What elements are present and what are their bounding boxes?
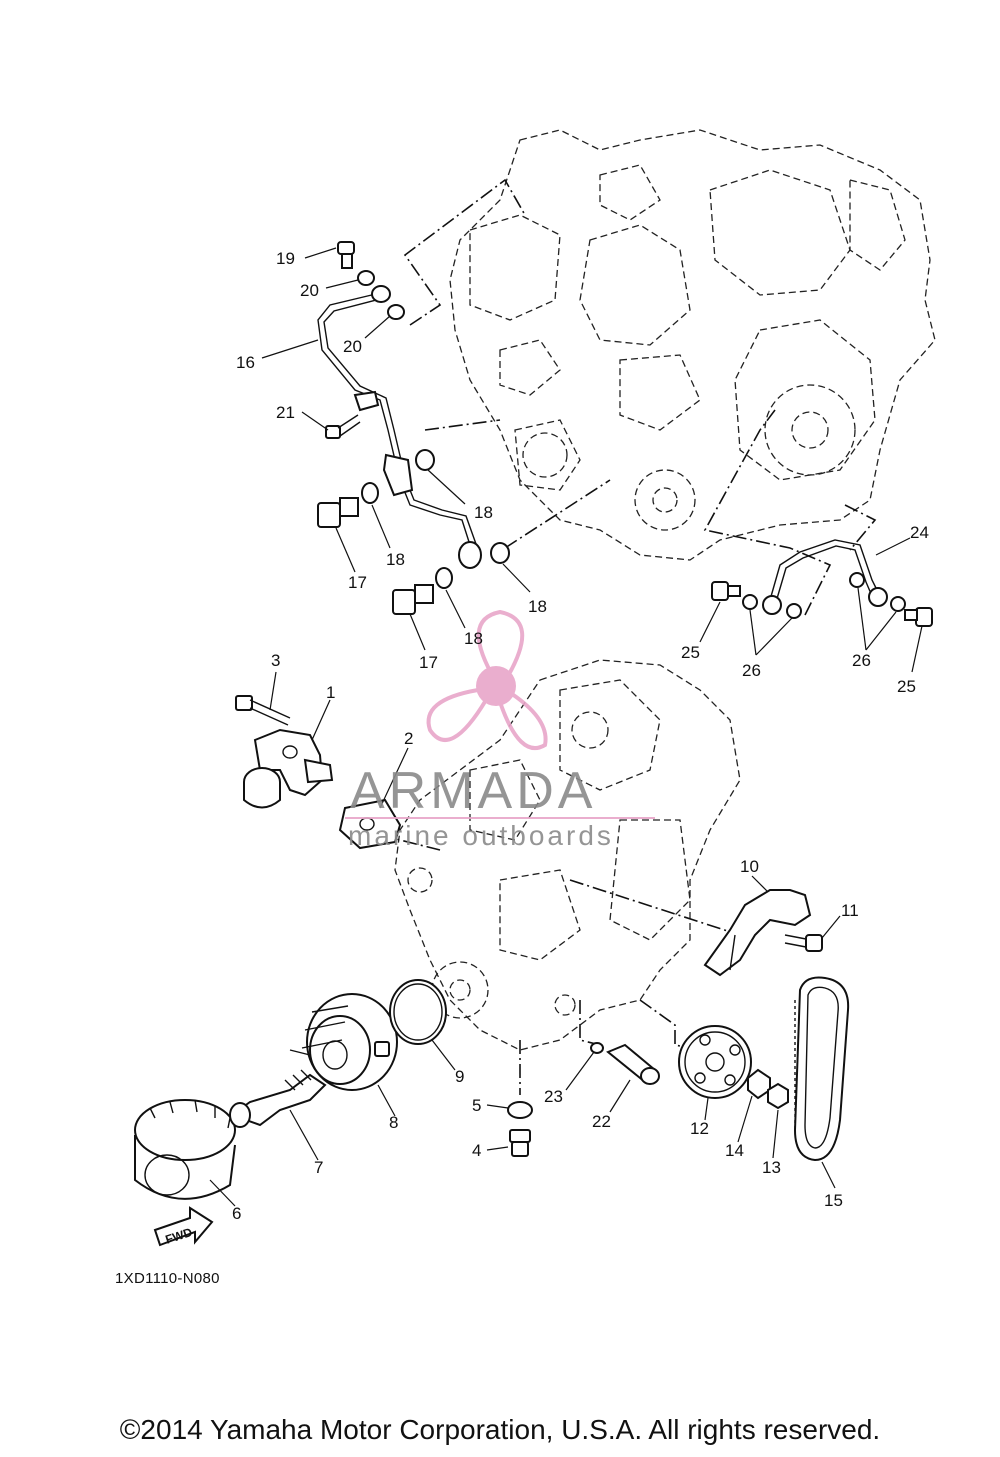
oil-pump-drive-chain <box>793 976 850 1162</box>
gasket-26-c <box>849 572 865 588</box>
callout-21: 21 <box>276 403 295 422</box>
callout-26: 26 <box>742 661 761 680</box>
banjo-fitting-bottom <box>458 541 482 569</box>
bolt-11 <box>784 934 823 952</box>
o-ring-9 <box>389 979 447 1045</box>
drain-bolt-4 <box>509 1129 531 1157</box>
callout-3: 3 <box>271 651 280 670</box>
upper-engine-outline <box>449 129 936 561</box>
callout-9: 9 <box>455 1067 464 1086</box>
oil-pump-assembly <box>243 728 334 809</box>
callout-18: 18 <box>464 629 483 648</box>
oil-filter-union <box>229 1069 327 1128</box>
callout-26: 26 <box>852 651 871 670</box>
callout-25: 25 <box>681 643 700 662</box>
gasket-20-lower <box>387 304 405 320</box>
gasket-26-a <box>742 594 758 610</box>
callout-1: 1 <box>326 683 335 702</box>
union-bolt-17-upper <box>317 497 359 528</box>
oil-filter <box>134 1099 236 1200</box>
o-ring-23 <box>590 1042 604 1054</box>
callout-6: 6 <box>232 1204 241 1223</box>
oil-delivery-pipe <box>317 285 482 569</box>
callout-24: 24 <box>910 523 929 542</box>
forward-direction-arrow: FWD <box>153 1206 214 1247</box>
copyright-notice: ©2014 Yamaha Motor Corporation, U.S.A. A… <box>119 1414 881 1445</box>
nut-13 <box>767 1082 789 1110</box>
gasket-18-a <box>415 449 435 471</box>
callout-4: 4 <box>472 1141 481 1160</box>
gasket-18-b <box>361 482 379 504</box>
callout-17: 17 <box>419 653 438 672</box>
chain-guide-stay-10 <box>703 889 812 977</box>
oil-cooler <box>289 993 398 1091</box>
pump-gasket-2 <box>338 798 402 850</box>
callout-11: 11 <box>841 901 859 920</box>
callout-25: 25 <box>897 677 916 696</box>
callout-22: 22 <box>592 1112 611 1131</box>
callout-16: 16 <box>236 353 255 372</box>
callout-19: 19 <box>276 249 295 268</box>
callout-20: 20 <box>300 281 319 300</box>
gasket-18-c <box>490 542 510 564</box>
callout-15: 15 <box>824 1191 843 1210</box>
callout-14: 14 <box>725 1141 744 1160</box>
exploded-parts-diagram: FWD <box>134 129 936 1247</box>
callout-5: 5 <box>472 1096 481 1115</box>
callout-leaders <box>209 247 923 1207</box>
propeller-logo-icon <box>426 609 548 751</box>
drawing-code: 1XD1110-N080 <box>115 1270 220 1287</box>
gasket-26-b <box>786 603 802 619</box>
gasket-20-upper <box>357 270 375 286</box>
callout-23: 23 <box>544 1087 563 1106</box>
callout-8: 8 <box>389 1113 398 1132</box>
gasket-26-d <box>890 596 906 612</box>
callout-17: 17 <box>348 573 367 592</box>
gasket-5 <box>507 1101 533 1119</box>
union-bolt-25-left <box>711 581 741 601</box>
bolt-21 <box>325 414 361 439</box>
callout-18: 18 <box>386 550 405 569</box>
callout-10: 10 <box>740 857 759 876</box>
union-bolt-17-lower <box>392 584 434 615</box>
callout-18: 18 <box>474 503 493 522</box>
gasket-18-d <box>435 567 453 589</box>
watermark-tagline: marine outboards <box>348 820 614 851</box>
callout-labels: 19 20 20 16 21 18 18 17 18 18 17 24 25 2… <box>232 249 929 1223</box>
callout-13: 13 <box>762 1158 781 1177</box>
callout-7: 7 <box>314 1158 323 1177</box>
banjo-fitting-top <box>371 285 391 303</box>
armada-watermark: ARMADA marine outboards <box>345 609 655 851</box>
oil-pipe-24 <box>762 539 888 615</box>
lower-engine-outline <box>394 659 741 1051</box>
bolt-3 <box>235 695 291 726</box>
union-bolt-25-right <box>904 607 933 627</box>
callout-20: 20 <box>343 337 362 356</box>
washer-14 <box>747 1068 771 1100</box>
callout-18: 18 <box>528 597 547 616</box>
callout-12: 12 <box>690 1119 709 1138</box>
oil-pump-sprocket <box>678 1025 752 1099</box>
union-bolt-19 <box>337 241 355 269</box>
watermark-brand: ARMADA <box>350 762 596 820</box>
callout-2: 2 <box>404 729 413 748</box>
banjo-fitting-middle <box>382 453 414 497</box>
oil-strainer-22 <box>606 1043 660 1085</box>
